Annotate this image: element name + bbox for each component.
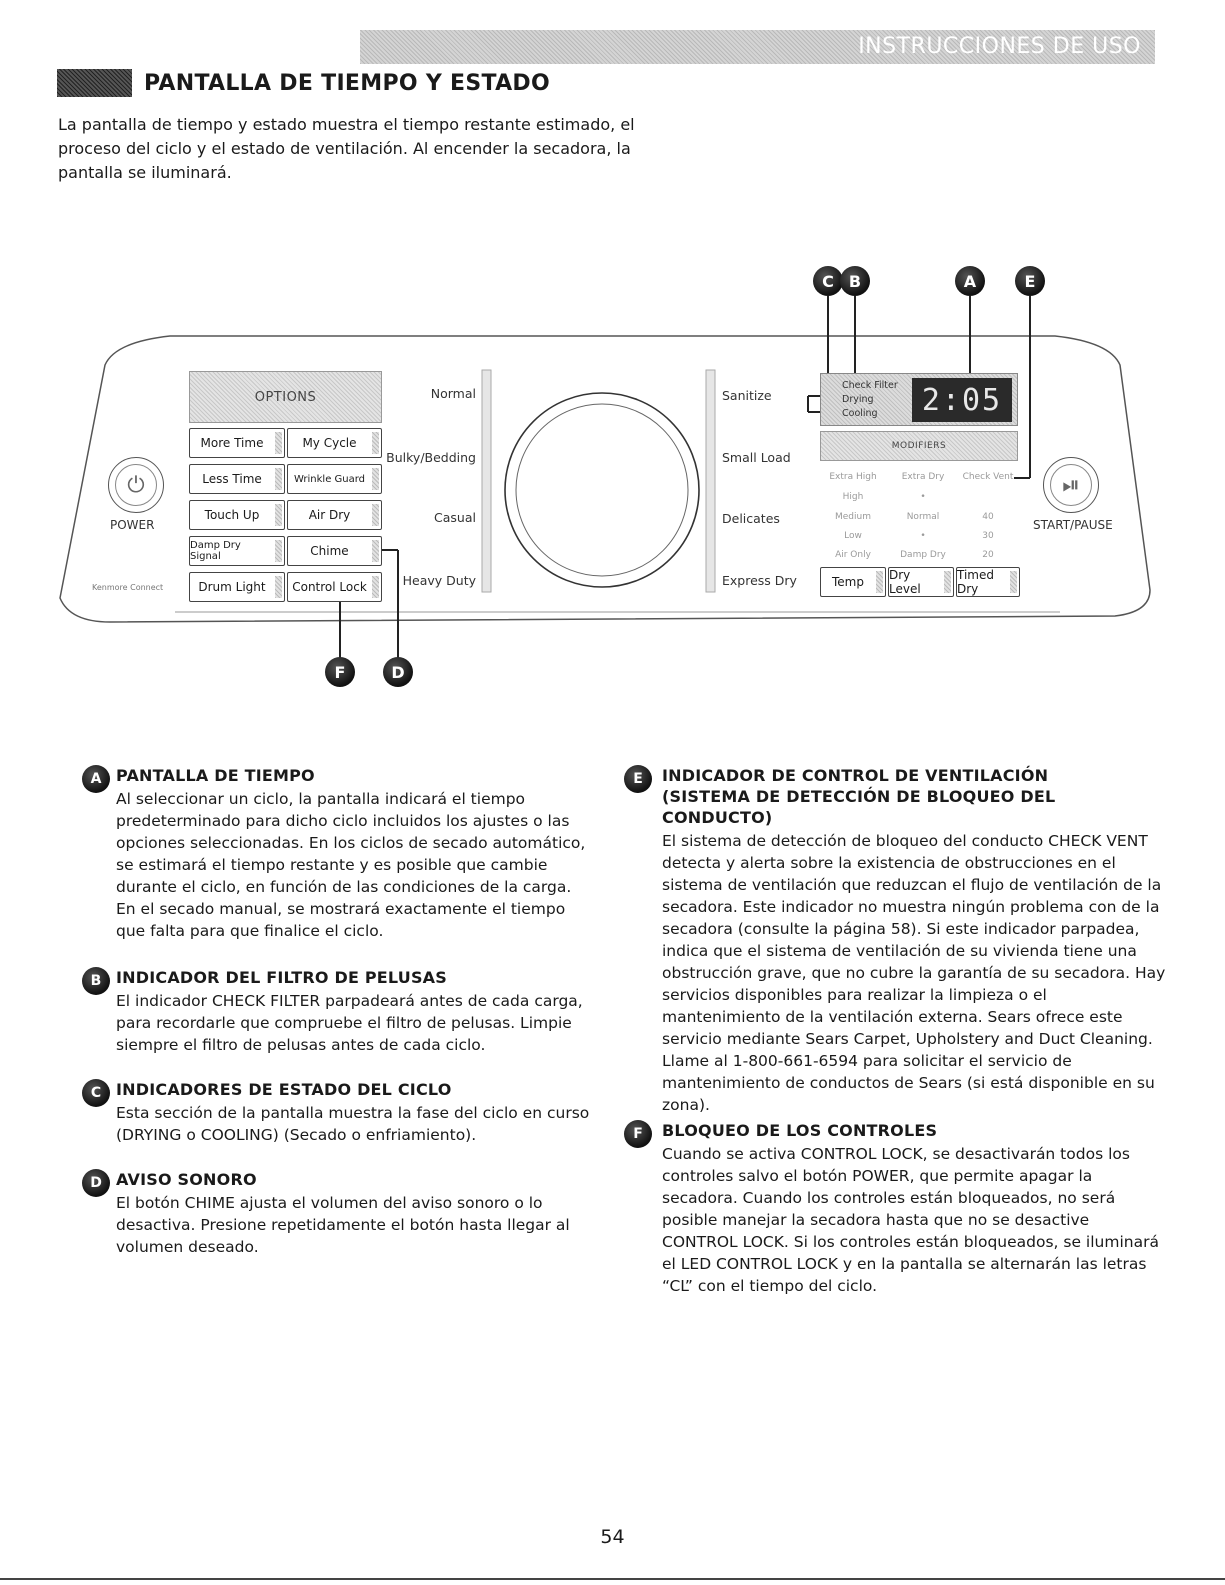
item-b-title: INDICADOR DEL FILTRO DE PELUSAS xyxy=(116,968,447,987)
timed-40: 40 xyxy=(982,512,994,522)
item-f-badge: F xyxy=(624,1120,652,1148)
cycle-bulky-label: Bulky/Bedding xyxy=(386,450,476,465)
dry-level-normal: Normal xyxy=(906,512,940,522)
item-d-badge: D xyxy=(82,1169,110,1197)
temp-level-high: High xyxy=(842,492,864,502)
item-e-title: INDICADOR DE CONTROL DE VENTILACIÓN xyxy=(662,766,1049,785)
wrinkle-guard-button: Wrinkle Guard xyxy=(287,464,382,494)
intro-paragraph: La pantalla de tiempo y estado muestra e… xyxy=(58,115,635,182)
cycle-small-load-label: Small Load xyxy=(722,450,791,465)
touch-up-button: Touch Up xyxy=(189,500,285,530)
item-e-text: El sistema de detección de bloqueo del c… xyxy=(662,832,1166,1114)
options-header: OPTIONS xyxy=(189,371,382,423)
callout-c: C xyxy=(813,266,843,296)
less-time-button: Less Time xyxy=(189,464,285,494)
start-pause-button: ⏯ xyxy=(1043,457,1099,513)
cycle-heavy-duty-label: Heavy Duty xyxy=(402,573,476,588)
cycle-sanitize-label: Sanitize xyxy=(722,388,772,403)
section-title: PANTALLA DE TIEMPO Y ESTADO xyxy=(144,70,550,96)
dry-level-damp-dry: Damp Dry xyxy=(900,550,946,560)
item-e-badge: E xyxy=(624,765,652,793)
callout-e: E xyxy=(1015,266,1045,296)
timed-20: 20 xyxy=(982,550,994,560)
temp-level-medium: Medium xyxy=(835,512,871,522)
power-icon: ⏻ xyxy=(127,472,145,498)
control-lock-button: Control Lock xyxy=(287,572,382,602)
air-dry-button: Air Dry xyxy=(287,500,382,530)
item-c-title: INDICADORES DE ESTADO DEL CICLO xyxy=(116,1080,452,1099)
header-banner: INSTRUCCIONES DE USO xyxy=(360,30,1155,64)
item-f: F BLOQUEO DE LOS CONTROLES Cuando se act… xyxy=(624,1120,1169,1297)
timed-dry-button: Timed Dry xyxy=(956,567,1020,597)
item-a: A PANTALLA DE TIEMPO Al seleccionar un c… xyxy=(82,765,592,942)
item-c: C INDICADORES DE ESTADO DEL CICLO Esta s… xyxy=(82,1079,592,1146)
item-a-badge: A xyxy=(82,765,110,793)
item-d-title: AVISO SONORO xyxy=(116,1170,257,1189)
power-button: ⏻ xyxy=(108,457,164,513)
dry-level-extra-dry: Extra Dry xyxy=(901,472,945,482)
drum-light-button: Drum Light xyxy=(189,572,285,602)
temp-level-extra-high: Extra High xyxy=(829,472,877,482)
callout-f: F xyxy=(325,657,355,687)
status-indicator-panel xyxy=(820,373,1018,426)
dry-level-button: Dry Level xyxy=(888,567,954,597)
brand-label: Kenmore Connect xyxy=(92,583,164,592)
my-cycle-button: My Cycle xyxy=(287,428,382,458)
item-d-text: El botón CHIME ajusta el volumen del avi… xyxy=(116,1194,570,1256)
temp-button: Temp xyxy=(820,567,886,597)
item-e: E INDICADOR DE CONTROL DE VENTILACIÓN (S… xyxy=(624,765,1169,1116)
item-c-badge: C xyxy=(82,1079,110,1107)
cycle-delicates-label: Delicates xyxy=(722,511,780,526)
status-check-filter: Check Filter xyxy=(842,380,898,391)
item-a-title: PANTALLA DE TIEMPO xyxy=(116,766,315,785)
callout-b: B xyxy=(840,266,870,296)
status-cooling: Cooling xyxy=(842,408,878,419)
item-d: D AVISO SONORO El botón CHIME ajusta el … xyxy=(82,1169,592,1258)
cycle-normal-label: Normal xyxy=(430,386,476,401)
callout-d: D xyxy=(383,657,413,687)
item-f-title: BLOQUEO DE LOS CONTROLES xyxy=(662,1121,938,1140)
temp-level-low: Low xyxy=(844,531,862,541)
temp-level-air-only: Air Only xyxy=(835,550,871,560)
chime-button: Chime xyxy=(287,536,382,566)
play-pause-icon: ⏯ xyxy=(1062,472,1080,498)
item-f-text: Cuando se activa CONTROL LOCK, se desact… xyxy=(662,1145,1159,1295)
timed-30: 30 xyxy=(982,531,994,541)
dry-level-dot-2: • xyxy=(920,531,926,541)
item-b-badge: B xyxy=(82,967,110,995)
start-pause-label: START/PAUSE xyxy=(1033,518,1113,532)
status-drying: Drying xyxy=(842,394,874,405)
panel-outline xyxy=(59,296,1151,660)
more-time-button: More Time xyxy=(189,428,285,458)
time-display: 2:05 xyxy=(912,378,1012,422)
bottom-rule xyxy=(0,1578,1225,1580)
cycle-express-dry-label: Express Dry xyxy=(722,573,797,588)
cycle-casual-label: Casual xyxy=(434,510,476,525)
item-c-text: Esta sección de la pantalla muestra la f… xyxy=(116,1104,590,1144)
item-b: B INDICADOR DEL FILTRO DE PELUSAS El ind… xyxy=(82,967,592,1056)
section-header: PANTALLA DE TIEMPO Y ESTADO xyxy=(57,68,550,98)
section-marker xyxy=(57,69,132,97)
item-a-text: Al seleccionar un ciclo, la pantalla ind… xyxy=(116,790,586,940)
timed-check-vent: Check Vent xyxy=(962,472,1014,482)
power-label: POWER xyxy=(110,518,155,532)
damp-dry-signal-button: Damp Dry Signal xyxy=(189,536,285,566)
page-number: 54 xyxy=(600,1526,625,1548)
item-e-subtitle: (SISTEMA DE DETECCIÓN DE BLOQUEO DEL CON… xyxy=(662,787,1056,827)
dry-level-dot-1: • xyxy=(920,492,926,502)
item-b-text: El indicador CHECK FILTER parpadeará ant… xyxy=(116,992,583,1054)
callout-a: A xyxy=(955,266,985,296)
modifiers-header: MODIFIERS xyxy=(820,431,1018,461)
